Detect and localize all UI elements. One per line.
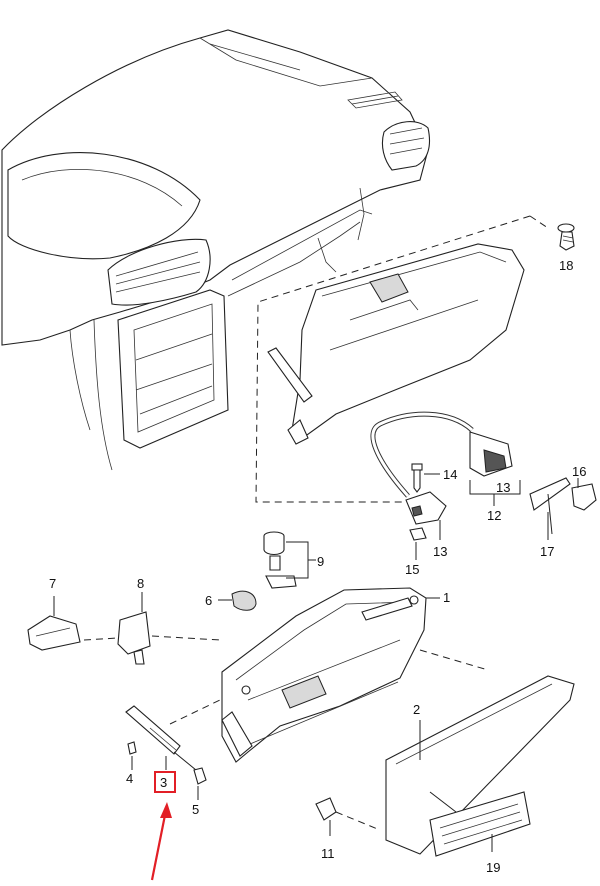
fastener-16 xyxy=(571,478,597,511)
clip-6 xyxy=(231,590,257,611)
callout-11: 11 xyxy=(321,846,335,861)
callout-9: 9 xyxy=(317,554,324,569)
callout-1: 1 xyxy=(443,590,450,605)
buffer-9 xyxy=(263,531,316,589)
glovebox-housing-1 xyxy=(221,587,440,763)
plate-17 xyxy=(529,477,571,535)
callout-17: 17 xyxy=(540,544,554,559)
callout-19: 19 xyxy=(486,860,500,875)
callout-6: 6 xyxy=(205,593,212,608)
dashboard-assembly xyxy=(1,29,431,471)
glovebox-lid-2 xyxy=(385,675,575,855)
callout-4: 4 xyxy=(126,771,133,786)
clip-11 xyxy=(315,797,381,836)
pin-4 xyxy=(127,741,137,755)
callout-5: 5 xyxy=(192,802,199,817)
label-plate-19 xyxy=(429,791,531,857)
bolt-18 xyxy=(557,223,575,251)
screw-14 xyxy=(411,463,440,493)
callout-8: 8 xyxy=(137,576,144,591)
callout-7: 7 xyxy=(49,576,56,591)
callout-13b: 13 xyxy=(433,544,447,559)
callout-15: 15 xyxy=(405,562,419,577)
bracket-13 xyxy=(469,480,521,495)
pin-5 xyxy=(193,767,207,785)
callout-3: 3 xyxy=(160,775,167,790)
callout-12: 12 xyxy=(487,508,501,523)
callout-3-highlight-box xyxy=(154,771,176,793)
highlight-arrow xyxy=(150,802,172,881)
cable-assembly-12 xyxy=(370,411,513,541)
callout-14: 14 xyxy=(443,467,457,482)
bracket-8 xyxy=(117,592,151,665)
callout-18: 18 xyxy=(559,258,573,273)
callout-16: 16 xyxy=(572,464,586,479)
callout-2: 2 xyxy=(413,702,420,717)
damper-3 xyxy=(125,705,197,771)
holder-7 xyxy=(27,596,81,651)
callout-13a: 13 xyxy=(496,480,510,495)
upper-glovebox-assembly xyxy=(255,215,549,503)
